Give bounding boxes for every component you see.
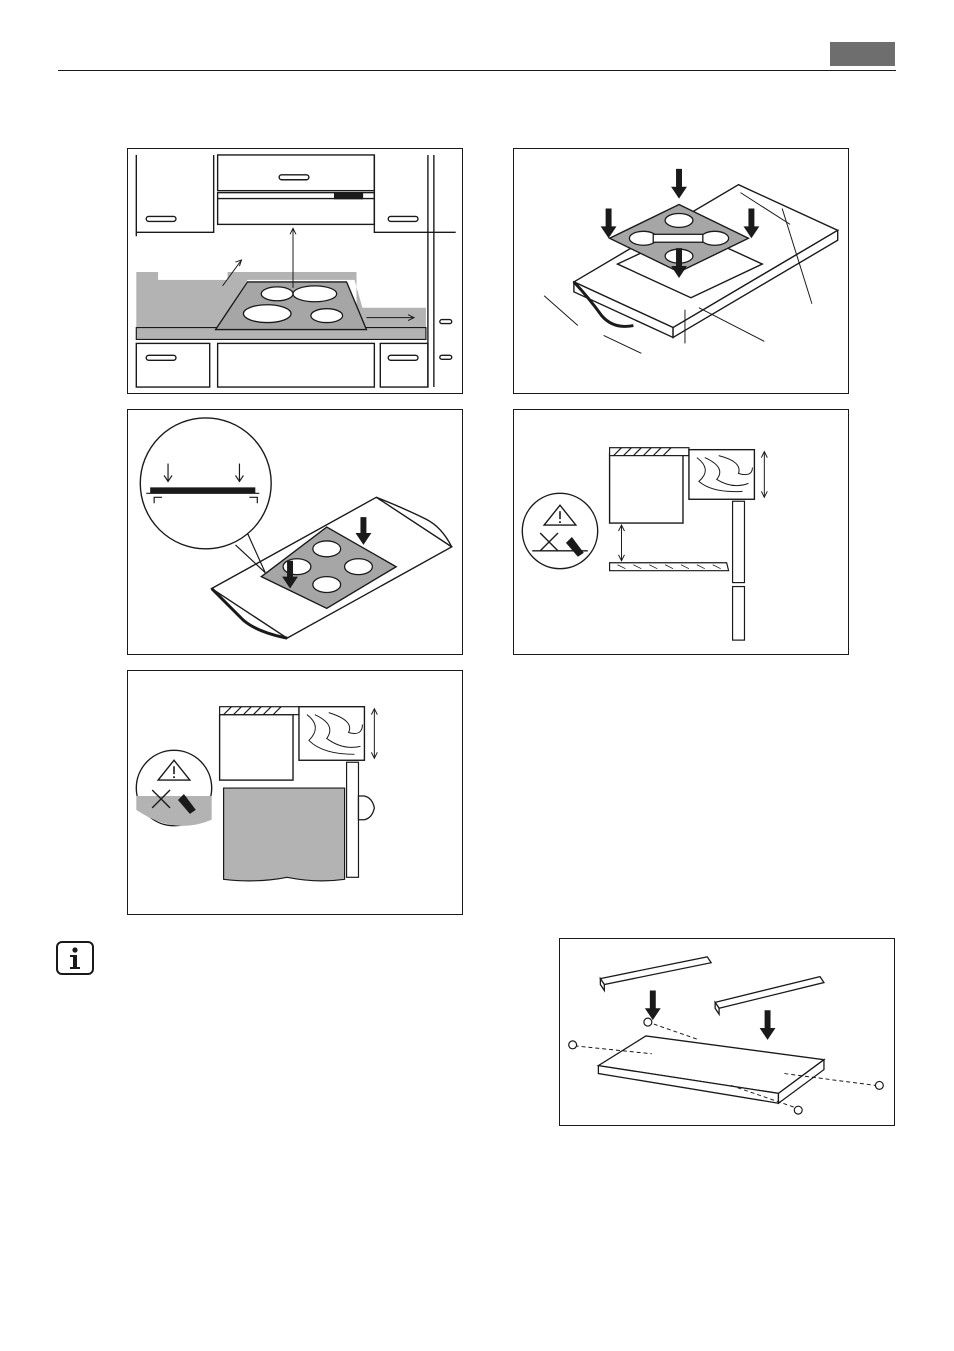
hob-insertion-drawing: [128, 410, 462, 654]
worktop-cutout-drawing: [514, 149, 848, 393]
header-rule: [58, 70, 896, 71]
figure-oven-clearance: [127, 670, 463, 915]
section-tab: [830, 42, 895, 66]
oven-clearance-drawing: [128, 671, 462, 914]
mounting-brackets-drawing: [560, 939, 894, 1125]
kitchen-overview-drawing: [128, 149, 462, 393]
figure-kitchen-overview: [127, 148, 463, 394]
drawer-clearance-drawing: [514, 410, 848, 654]
figure-drawer-clearance: [513, 409, 849, 655]
figure-mounting-brackets: [559, 938, 895, 1126]
info-icon: [56, 941, 94, 975]
figure-hob-insertion: [127, 409, 463, 655]
figure-worktop-cutout: [513, 148, 849, 394]
